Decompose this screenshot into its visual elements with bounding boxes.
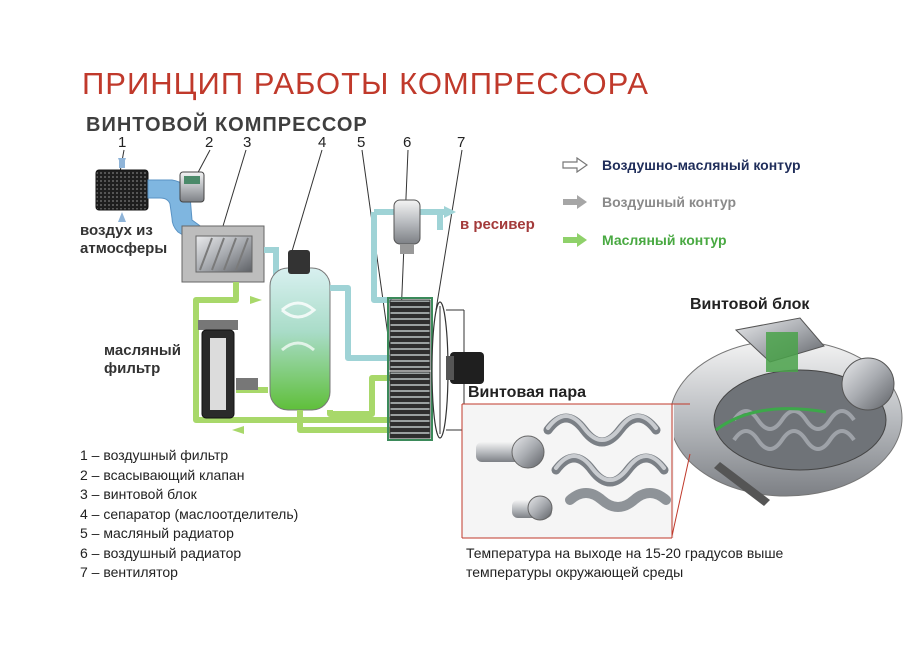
- legend-air-label: Воздушный контур: [602, 194, 737, 210]
- screw-pair-illustration: [462, 404, 674, 538]
- legend-air-oil: Воздушно-масляный контур: [562, 157, 801, 173]
- air-intake-label: воздух из атмосферы: [80, 222, 168, 257]
- to-receiver-label: в ресивер: [460, 216, 535, 233]
- screw-block-title: Винтовой блок: [690, 296, 810, 313]
- page-subtitle: ВИНТОВОЙ КОМПРЕССОР: [86, 114, 368, 136]
- legend-oil: Масляный контур: [562, 232, 727, 248]
- oil-filter-label: масляный фильтр: [104, 342, 181, 377]
- label-num-4: 4: [318, 134, 327, 151]
- component-item: 1 – воздушный фильтр: [80, 447, 229, 463]
- temperature-note: Температура на выходе на 15-20 градусов …: [466, 545, 784, 580]
- legend-air-oil-label: Воздушно-масляный контур: [602, 157, 801, 173]
- component-item: 5 – масляный радиатор: [80, 525, 234, 541]
- page-title: ПРИНЦИП РАБОТЫ КОМПРЕССОРА: [82, 66, 649, 101]
- component-item: 4 – сепаратор (маслоотделитель): [80, 505, 299, 522]
- legend-air: Воздушный контур: [562, 194, 736, 210]
- component-item: 7 – вентилятор: [80, 564, 178, 580]
- legend-oil-label: Масляный контур: [602, 232, 727, 248]
- screw-block-illustration: [669, 317, 903, 506]
- label-num-7: 7: [457, 134, 466, 151]
- screw-pair-title: Винтовая пара: [468, 384, 586, 401]
- gray-arrow-icon: [563, 195, 587, 209]
- component-item: 6 – воздушный радиатор: [80, 544, 242, 561]
- components-list: 1 – воздушный фильтр 2 – всасывающий кла…: [80, 446, 298, 583]
- label-num-2: 2: [205, 134, 214, 151]
- label-num-5: 5: [357, 134, 366, 151]
- component-item: 3 – винтовой блок: [80, 486, 197, 502]
- outline-arrow-icon: [562, 157, 588, 173]
- green-arrow-icon: [563, 233, 587, 247]
- air-filter-shape: [95, 158, 149, 222]
- label-num-3: 3: [243, 134, 252, 151]
- label-num-1: 1: [118, 134, 127, 151]
- component-item: 2 – всасывающий клапан: [80, 466, 245, 483]
- label-num-6: 6: [403, 134, 412, 151]
